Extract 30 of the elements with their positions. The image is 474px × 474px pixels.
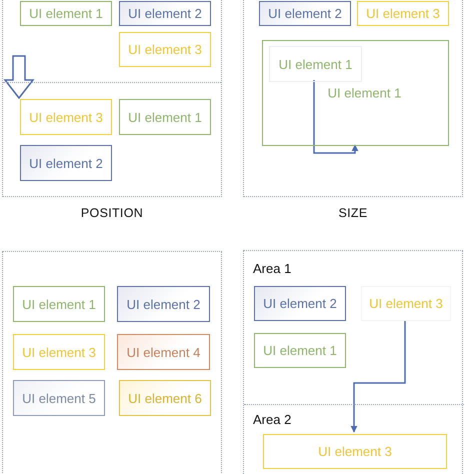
area-label: Area 1 xyxy=(253,261,292,276)
ui-element-box: UI element 5 xyxy=(13,380,105,416)
ui-element-box: UI element 3 xyxy=(13,334,105,370)
ui-element-box: UI element 1 xyxy=(269,46,362,82)
arrow xyxy=(350,320,406,433)
ui-element-box: UI element 2 xyxy=(119,1,211,26)
ui-element-box: UI element 1 xyxy=(254,333,346,368)
ui-element-box: UI element 1 xyxy=(119,99,211,135)
dotted-panel xyxy=(243,250,463,474)
ui-element-box: UI element 3 xyxy=(263,434,447,469)
ui-element-box: UI element 6 xyxy=(119,380,211,416)
ui-element-box: UI element 4 xyxy=(117,334,210,370)
ui-element-box: UI element 2 xyxy=(117,286,210,322)
area-label: Area 2 xyxy=(253,412,292,427)
ui-element-box xyxy=(262,40,449,146)
ui-element-box: UI element 3 xyxy=(357,1,449,26)
ui-element-box: UI element 3 xyxy=(361,286,451,321)
element-label: UI element 1 xyxy=(326,86,402,100)
panel-title: POSITION xyxy=(80,206,144,220)
arrow xyxy=(313,80,358,154)
ui-element-box: UI element 2 xyxy=(254,286,346,321)
ui-element-box: UI element 2 xyxy=(259,1,351,26)
panel-title: SIZE xyxy=(338,206,368,220)
block-arrow xyxy=(3,55,35,100)
dotted-panel xyxy=(2,251,222,474)
ui-element-box: UI element 1 xyxy=(13,286,105,322)
ui-element-box: UI element 2 xyxy=(20,145,112,181)
ui-element-box: UI element 3 xyxy=(119,32,211,67)
ui-element-box: UI element 3 xyxy=(20,99,112,135)
ui-element-box: UI element 1 xyxy=(20,1,112,26)
